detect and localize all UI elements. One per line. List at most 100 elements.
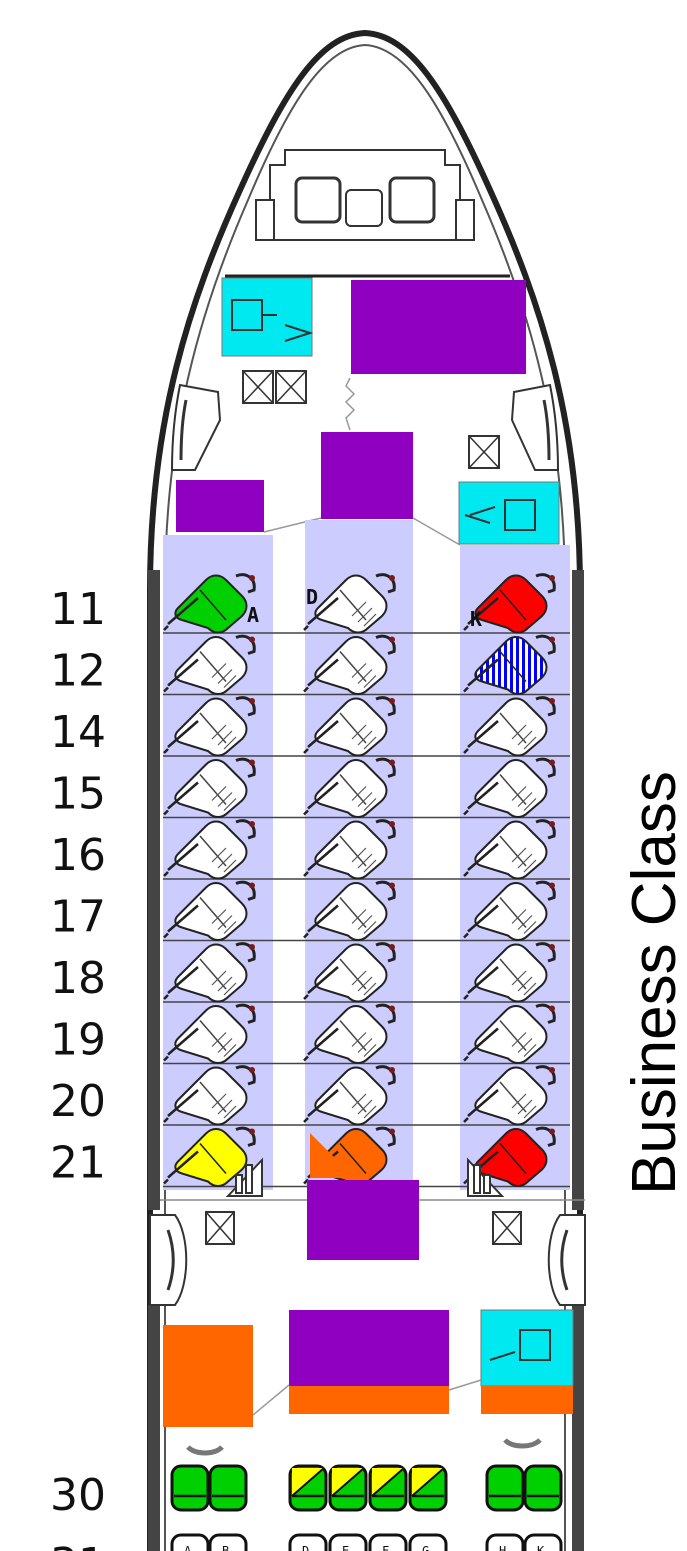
seat-12d[interactable]	[303, 634, 396, 695]
seat-15d[interactable]	[303, 757, 396, 818]
seat-20k[interactable]	[463, 1065, 556, 1126]
seat-20d[interactable]	[303, 1065, 396, 1126]
seat-letter: H	[499, 1544, 506, 1551]
row-label: 30	[50, 1470, 106, 1521]
row-label: 17	[50, 892, 106, 943]
row-label: 14	[50, 707, 106, 758]
seat-letter: E	[342, 1544, 349, 1551]
lavatory-icon	[321, 432, 413, 519]
cabin-label: Business Class	[620, 771, 687, 1195]
row-label: 12	[50, 646, 106, 697]
observer-seat-left	[255, 199, 275, 241]
seat-16d[interactable]	[303, 819, 396, 880]
emergency-exit-icon	[547, 1214, 586, 1306]
seat-17a[interactable]	[163, 880, 256, 941]
closet-icon	[481, 1386, 573, 1414]
seat-31g[interactable]: G	[408, 1533, 448, 1551]
seat-letter: G	[422, 1544, 429, 1551]
observer-seat-right	[455, 199, 475, 241]
row-label: 21	[50, 1138, 106, 1189]
seat-16a[interactable]	[163, 819, 256, 880]
lavatory-icon	[176, 480, 264, 532]
seat-14d[interactable]	[303, 696, 396, 757]
seat-17k[interactable]	[463, 880, 556, 941]
galley-icon	[221, 277, 313, 357]
seat-18d[interactable]	[303, 942, 396, 1003]
business-cabin	[163, 520, 570, 1190]
seat-31h[interactable]: H	[485, 1533, 525, 1551]
seat-16k[interactable]	[463, 819, 556, 880]
left-wall-lower	[148, 1305, 160, 1551]
seat-18k[interactable]	[463, 942, 556, 1003]
seat-11d[interactable]	[303, 573, 396, 634]
row-label: 31	[50, 1539, 106, 1551]
row-label: 19	[50, 1015, 106, 1066]
seat-31d[interactable]: D	[288, 1533, 328, 1551]
lavatory-icon	[289, 1310, 449, 1386]
bassinet-icon	[467, 1157, 505, 1197]
seat-21a[interactable]	[163, 1126, 256, 1187]
seat-15k[interactable]	[463, 757, 556, 818]
row-label: 20	[50, 1076, 106, 1127]
economy-row-labels: 30 31	[50, 1470, 106, 1551]
left-wall	[148, 570, 160, 1210]
seat-30k[interactable]	[523, 1464, 563, 1512]
seat-31b[interactable]: B	[208, 1533, 248, 1551]
right-wall	[572, 570, 584, 1210]
seat-19k[interactable]	[463, 1003, 556, 1064]
row-label: 15	[50, 769, 106, 820]
bassinet-icon	[186, 1445, 224, 1456]
seat-30d[interactable]	[288, 1464, 328, 1512]
closet-icon	[163, 1325, 253, 1427]
closet-icon	[289, 1386, 449, 1414]
seat-31f[interactable]: F	[368, 1533, 408, 1551]
galley-symbol	[231, 299, 314, 342]
seat-11a[interactable]	[163, 573, 256, 634]
seat-31k[interactable]: K	[523, 1533, 563, 1551]
seat-30h[interactable]	[485, 1464, 525, 1512]
lavatory-icon	[307, 1180, 419, 1260]
seat-30e[interactable]	[328, 1464, 368, 1512]
seat-21k[interactable]	[463, 1126, 556, 1187]
fuselage-inner	[164, 43, 566, 1551]
seat-14a[interactable]	[163, 696, 256, 757]
seat-31a[interactable]: A	[170, 1533, 210, 1551]
seat-30b[interactable]	[208, 1464, 248, 1512]
seat-30g[interactable]	[408, 1464, 448, 1512]
galley-icon	[480, 1309, 574, 1387]
emergency-exit-icon	[149, 1214, 188, 1306]
seat-letter: F	[382, 1544, 389, 1551]
seat-17d[interactable]	[303, 880, 396, 941]
bassinet-icon	[503, 1438, 542, 1449]
seat-letter: D	[302, 1544, 309, 1551]
mid-area	[149, 1180, 586, 1306]
seat-letter: K	[537, 1544, 545, 1551]
seat-15a[interactable]	[163, 757, 256, 818]
seat-31e[interactable]: E	[328, 1533, 368, 1551]
seat-30a[interactable]	[170, 1464, 210, 1512]
seat-12k[interactable]	[463, 634, 556, 695]
row-label: 18	[50, 953, 106, 1004]
seat-11k[interactable]	[463, 573, 556, 634]
seat-19d[interactable]	[303, 1003, 396, 1064]
lavatory-icon	[351, 280, 526, 374]
curtain-1	[344, 377, 356, 431]
pilot-seat-left	[294, 176, 342, 224]
bassinet-icon	[225, 1157, 263, 1197]
seat-14k[interactable]	[463, 696, 556, 757]
seat-letter: A	[184, 1544, 192, 1551]
column-letter-k: K	[470, 607, 482, 631]
seat-12a[interactable]	[163, 634, 256, 695]
pilot-seat-right	[388, 176, 436, 224]
seat-30f[interactable]	[368, 1464, 408, 1512]
seat-20a[interactable]	[163, 1065, 256, 1126]
row-label: 11	[50, 584, 106, 635]
right-wall-lower	[572, 1305, 584, 1551]
seat-letter: B	[222, 1544, 229, 1551]
seat-18a[interactable]	[163, 942, 256, 1003]
seat-19a[interactable]	[163, 1003, 256, 1064]
cockpit	[225, 149, 510, 278]
